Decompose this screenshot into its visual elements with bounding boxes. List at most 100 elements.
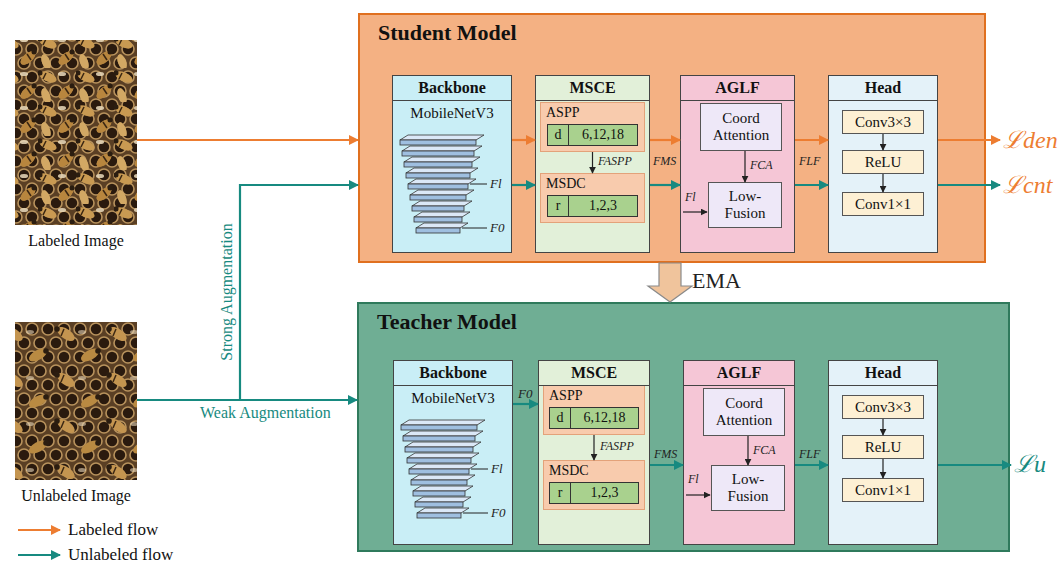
module-box: HeadConv3×3ReLU Conv1×1	[828, 75, 938, 253]
feature-input-arrow	[683, 212, 710, 495]
layer-box: Conv1×1	[842, 478, 924, 502]
param-symbol: d	[550, 408, 571, 428]
param-cell: d6,12,18	[547, 124, 638, 146]
flow-connector	[137, 399, 357, 401]
param-value: 1,2,3	[571, 483, 638, 503]
flow-connector	[882, 419, 883, 435]
legend-entry: Labeled flow	[68, 520, 158, 540]
feature-symbol: FMS	[654, 447, 677, 461]
layer-box: Conv3×3	[842, 110, 924, 134]
feature-symbol: Fl	[688, 472, 699, 486]
loss-symbol: ℒu	[1014, 450, 1046, 478]
legend-entry: Unlabeled flow	[68, 545, 173, 565]
process-label: Conv3×3	[855, 114, 911, 131]
feature-symbol: Fl	[685, 190, 696, 204]
feature-symbol: Fl	[491, 461, 503, 476]
feature-symbol: Fl	[490, 176, 502, 191]
module-box: MSCEASPPd6,12,18MSDC r1,2,3	[535, 75, 650, 253]
branch-box: MSDCr1,2,3	[543, 460, 645, 510]
process-label: ReLU	[865, 154, 902, 171]
feature-symbol: F0	[491, 505, 505, 520]
param-value: 1,2,3	[569, 196, 637, 216]
loss-arrow	[938, 140, 1011, 465]
branch-box: ASPPd6,12,18	[540, 102, 645, 152]
layer-box: Conv3×3	[842, 395, 924, 419]
image-caption: Unlabeled Image	[15, 486, 137, 505]
flow-connector	[795, 464, 828, 466]
module-title: MSCE	[539, 361, 649, 386]
flow-connector	[137, 185, 358, 400]
feature-symbol: FCA	[750, 158, 773, 172]
feature-leader	[462, 184, 488, 513]
module-title: AGLF	[684, 361, 794, 386]
process-box: Low- Fusion	[708, 182, 782, 228]
ema-arrow	[648, 263, 692, 302]
backbone-name: MobileNetV3	[393, 104, 511, 122]
connector-label: Strong Augmentation	[218, 223, 236, 360]
backbone-stack	[400, 135, 484, 233]
flow-connector	[747, 436, 748, 465]
model-panel: Student ModelBackboneMobileNetV3MSCEASPP…	[358, 13, 986, 263]
flow-connector	[882, 459, 883, 478]
flow-connector	[513, 403, 538, 405]
legend-text: Labeled flow	[68, 520, 158, 539]
flow-connector	[137, 139, 358, 141]
backbone-stack	[401, 420, 485, 518]
flow-connector	[593, 435, 594, 460]
process-box: Coord Attention	[703, 388, 785, 436]
module-title: Backbone	[394, 361, 512, 386]
feature-symbol: FCA	[753, 443, 776, 457]
process-label: ReLU	[865, 439, 902, 456]
feature-symbol: FMS	[653, 154, 676, 168]
flow-connector	[592, 152, 593, 173]
flow-connector	[795, 139, 828, 141]
bee-photo	[15, 322, 137, 480]
image-panel: Labeled Image	[15, 40, 137, 225]
feature-symbol: FLF	[799, 154, 820, 168]
flow-connector	[882, 134, 883, 150]
param-cell: r1,2,3	[547, 195, 638, 217]
feature-symbol: FLF	[799, 447, 820, 461]
model-panel: Teacher ModelBackboneMobileNetV3MSCEASPP…	[357, 302, 1010, 552]
layer-box: ReLU	[842, 150, 924, 174]
module-box: AGLFCoord AttentionLow- Fusion	[680, 75, 795, 253]
param-cell: r1,2,3	[549, 482, 639, 504]
module-box: HeadConv3×3ReLU Conv1×1	[828, 360, 938, 545]
image-caption: Labeled Image	[15, 231, 137, 250]
param-cell: d6,12,18	[549, 407, 639, 429]
feature-symbol: F0	[518, 386, 532, 401]
loss-symbol: ℒcnt	[1003, 171, 1052, 199]
module-title: Backbone	[393, 76, 511, 101]
param-symbol: r	[548, 196, 569, 216]
model-title: Teacher Model	[377, 309, 1008, 335]
legend-line-sample	[18, 530, 60, 555]
process-label: Low- Fusion	[716, 471, 780, 505]
flow-connector	[882, 174, 883, 192]
connector-label: Weak Augmentation	[200, 404, 331, 422]
flow-connector	[650, 464, 683, 466]
param-value: 6,12,18	[571, 408, 638, 428]
flow-connector	[650, 139, 680, 141]
connector-label: EMA	[692, 268, 741, 293]
flow-connector	[795, 184, 828, 186]
process-label: Conv1×1	[855, 196, 911, 213]
legend-text: Unlabeled flow	[68, 545, 173, 564]
branch-name: ASPP	[544, 386, 644, 404]
layer-box: ReLU	[842, 435, 924, 459]
process-box: Coord Attention	[700, 103, 782, 151]
feature-symbol: FASPP	[598, 154, 632, 168]
module-title: MSCE	[536, 76, 649, 101]
process-label: Coord Attention	[705, 110, 777, 144]
process-label: Low- Fusion	[713, 188, 777, 222]
flow-connector	[650, 184, 680, 186]
flow-connector	[512, 184, 535, 186]
image-panel: Unlabeled Image	[15, 322, 137, 480]
branch-name: MSDC	[541, 174, 644, 192]
param-symbol: r	[550, 483, 571, 503]
module-title: Head	[829, 76, 937, 101]
bee-photo	[15, 40, 137, 225]
module-box: AGLF Coord AttentionLow- Fusion	[683, 360, 795, 545]
module-title: Head	[829, 361, 937, 386]
process-label: Coord Attention	[708, 395, 780, 429]
